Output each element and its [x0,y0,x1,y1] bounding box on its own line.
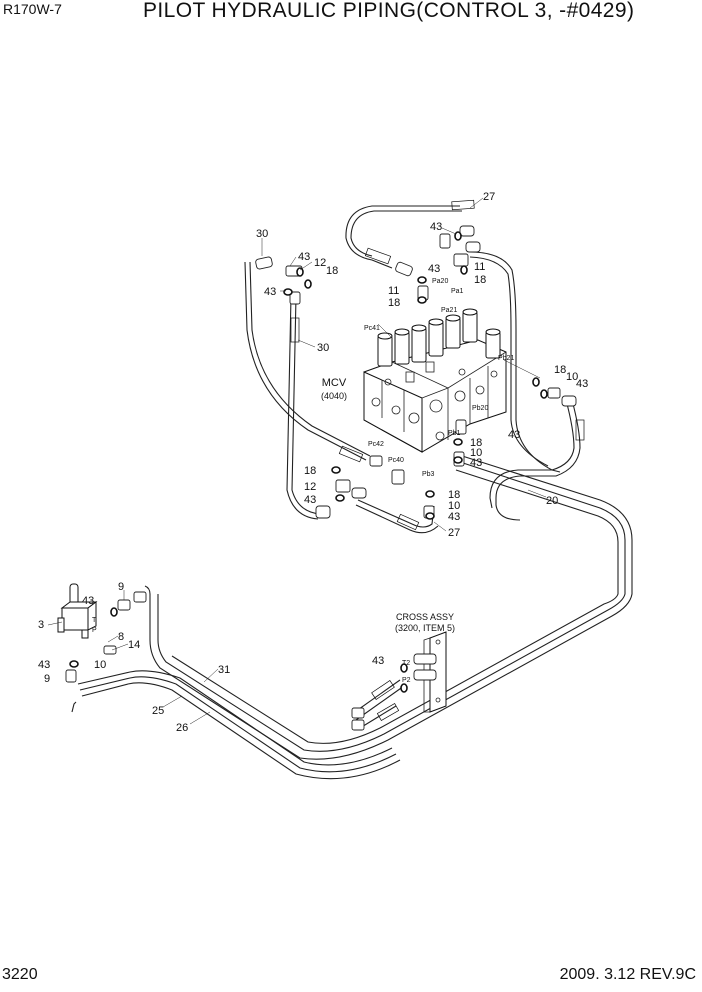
callout-31: 31 [218,664,230,676]
port-label-pa1: Pa1 [451,288,464,295]
callout-30: 30 [256,228,268,240]
callout-18: 18 [470,437,482,449]
callout-30: 30 [317,342,329,354]
page-number: 3220 [2,966,38,983]
callout-18: 18 [448,489,460,501]
port-label-pc42: Pc42 [368,441,384,448]
port-label-pa21: Pa21 [441,307,457,314]
port-label-p2: P2 [402,677,411,684]
callout-43: 43 [448,511,460,523]
revision-date: 2009. 3.12 REV.9C [559,966,696,983]
page-title: PILOT HYDRAULIC PIPING(CONTROL 3, -#0429… [143,0,635,22]
callout-20: 20 [546,495,558,507]
cross-assy-reference: (3200, ITEM 5) [395,623,455,633]
callout-18: 18 [304,465,316,477]
callout-8: 8 [118,631,124,643]
callout-43: 43 [428,263,440,275]
callout-10: 10 [448,500,460,512]
callout-10: 10 [470,447,482,459]
callout-43: 43 [372,655,384,667]
o-rings [69,231,548,693]
port-label-pc41: Pc41 [364,325,380,332]
pipe-bundle-25 [144,453,633,760]
callout-10: 10 [566,371,578,383]
callout-43: 43 [298,251,310,263]
callout-numbers: 27 43 43 11 18 11 18 30 43 12 18 43 30 1… [38,191,588,734]
hose-sleeves [290,199,585,721]
model-number: R170W-7 [3,1,62,17]
hose-27-top [345,205,460,269]
callout-27-bottom: 27 [448,527,460,539]
callout-43: 43 [508,429,520,441]
callout-9: 9 [44,673,50,685]
mcv-valve-block [363,308,507,453]
port-label-pc40: Pc40 [388,457,404,464]
callout-18: 18 [554,364,566,376]
hose-20-right [469,251,561,473]
leader-lines [47,197,547,725]
callout-43: 43 [470,457,482,469]
callout-43: 43 [82,595,94,607]
callout-9: 9 [118,581,124,593]
port-label-pb3: Pb3 [422,471,435,478]
port-label-p: P [92,627,97,634]
port-label-pa20: Pa20 [432,278,448,285]
callout-43: 43 [576,378,588,390]
port-label-pb1: Pb1 [448,430,461,437]
callout-3: 3 [38,619,44,631]
callout-14: 14 [128,639,140,651]
callout-25: 25 [152,705,164,717]
callout-43: 43 [264,286,276,298]
callout-27-top: 27 [483,191,495,203]
callout-43: 43 [430,221,442,233]
port-label-pb21: Pb21 [498,355,514,362]
callout-43: 43 [304,494,316,506]
callout-12: 12 [304,481,316,493]
callout-18: 18 [326,265,338,277]
callout-18: 18 [388,297,400,309]
mcv-label: MCV [322,377,347,389]
callout-10: 10 [94,659,106,671]
cross-assy-label: CROSS ASSY [396,612,454,622]
cross-assy-bracket [413,631,447,713]
callout-12: 12 [314,257,326,269]
port-label-pb20: Pb20 [472,405,488,412]
hose-27-bottom [357,499,435,528]
hose-30-left [249,261,371,457]
port-label-t2: T2 [402,660,410,667]
mcv-reference: (4040) [321,391,347,401]
callout-26: 26 [176,722,188,734]
port-label-t: T [92,617,97,624]
fittings [65,225,577,731]
callout-11: 11 [474,261,485,273]
callout-43: 43 [38,659,50,671]
callout-11: 11 [388,285,399,297]
pilot-control-valve [57,583,98,639]
callout-18: 18 [474,274,486,286]
